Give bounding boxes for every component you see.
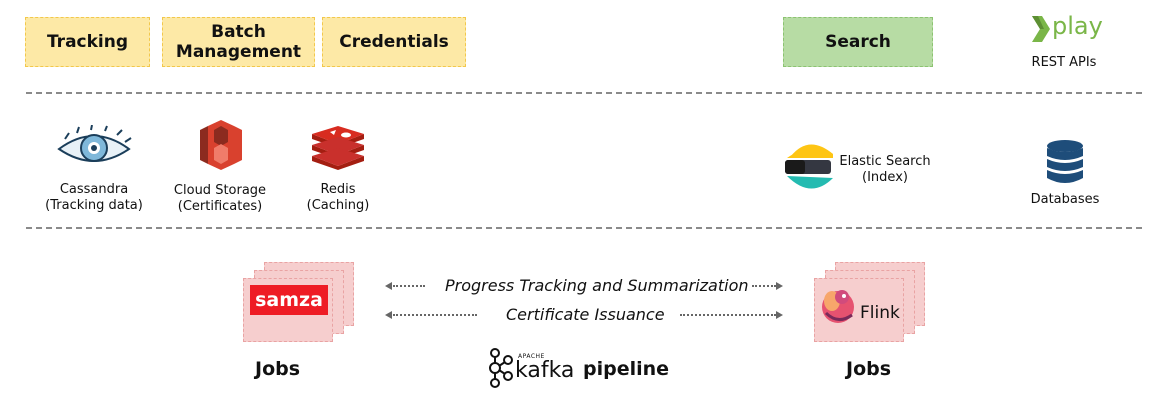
tracking-label: Tracking [46,32,129,52]
cassandra-label: Cassandra (Tracking data) [45,182,143,213]
aws-s3-icon [200,120,242,170]
cassandra-eye-icon [57,125,132,162]
tracking-box: Tracking [25,17,150,67]
credentials-label: Credentials [339,32,449,52]
flow2-dots-right [680,314,776,316]
divider-top [26,92,1142,94]
kafka-logo-text: kafka [515,358,575,383]
flink-logo-text: Flink [860,303,900,323]
batch-label-line1: Batch [211,22,266,42]
elastic-search-label: Elastic Search (Index) [839,154,931,185]
play-logo-icon [1032,16,1050,42]
flow2-label: Certificate Issuance [506,305,665,324]
play-logo-text: play [1052,12,1103,40]
jobs-right-label: Jobs [846,358,892,380]
flow1-arrow-right [776,282,783,290]
batch-management-box: Batch Management [162,17,315,67]
pipeline-label: pipeline [583,358,670,380]
batch-label-line2: Management [175,42,302,62]
samza-logo: samza [250,285,328,315]
jobs-left-label: Jobs [255,358,301,380]
redis-icon [312,126,364,170]
kafka-logo-icon [489,348,513,388]
search-box: Search [783,17,933,67]
databases-label: Databases [1030,192,1100,207]
elasticsearch-icon [785,144,833,189]
database-icon [1047,140,1083,183]
flow1-arrow-left [385,282,392,290]
flow1-dots-right [752,285,776,287]
flow1-dots-left [393,285,425,287]
flow2-arrow-right [776,311,783,319]
divider-bottom [26,227,1142,229]
flow2-arrow-left [385,311,392,319]
cloud-storage-label: Cloud Storage (Certificates) [173,183,267,214]
search-label: Search [825,32,891,52]
rest-apis-label: REST APIs [1031,55,1097,70]
flink-squirrel-icon [822,290,854,323]
credentials-box: Credentials [322,17,466,67]
flow1-label: Progress Tracking and Summarization [445,276,749,295]
play-logo: play [1030,12,1103,46]
flow2-dots-left [393,314,477,316]
redis-label: Redis (Caching) [306,182,370,213]
kafka-apache-text: APACHE [518,353,545,360]
